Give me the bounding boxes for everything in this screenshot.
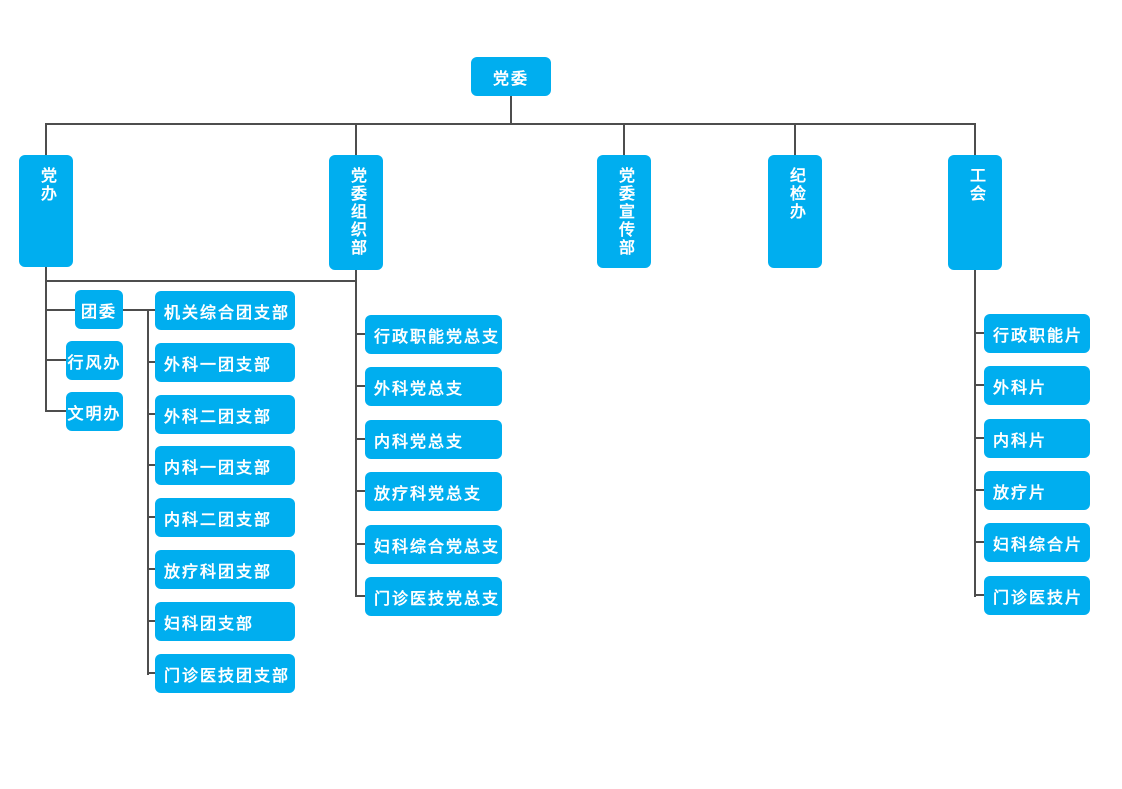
node-party-branch-gynecology: 妇科综合党总支 — [365, 525, 502, 564]
node-union-section-surgery: 外科片 — [984, 366, 1090, 405]
node-work-style-office: 行风办 — [66, 341, 123, 380]
node-party-committee: 党委 — [471, 57, 551, 96]
node-civilization-office: 文明办 — [66, 392, 123, 431]
node-discipline-inspection-office: 纪检办 — [768, 155, 822, 268]
connector-drop-party-office — [45, 124, 47, 155]
connector-stub-party-branch — [355, 490, 366, 492]
node-league-branch-general: 机关综合团支部 — [155, 291, 295, 330]
connector-stub-union-section — [974, 437, 985, 439]
connector-stub-union-section — [974, 489, 985, 491]
node-union-section-outpatient: 门诊医技片 — [984, 576, 1090, 615]
connector-stub-party-branch — [355, 385, 366, 387]
connector-stub-league-branch — [147, 413, 156, 415]
connector-union-spine — [974, 270, 976, 597]
node-propaganda-dept: 党委宣传部 — [597, 155, 651, 268]
connector-stub-youth-league — [46, 309, 75, 311]
connector-youth-league-to-branches — [123, 309, 155, 311]
connector-drop-labor-union — [974, 124, 976, 155]
node-org-dept: 党委组织部 — [329, 155, 383, 270]
connector-stub-league-branch — [147, 620, 156, 622]
connector-stub-party-branch — [355, 438, 366, 440]
node-union-section-internal: 内科片 — [984, 419, 1090, 458]
connector-stub-union-section — [974, 594, 985, 596]
node-label: 党委宣传部 — [616, 167, 633, 257]
connector-stub-union-section — [974, 332, 985, 334]
node-league-branch-internal-1: 内科一团支部 — [155, 446, 295, 485]
node-union-section-radiotherapy: 放疗片 — [984, 471, 1090, 510]
node-party-branch-outpatient: 门诊医技党总支 — [365, 577, 502, 616]
node-union-section-gynecology: 妇科综合片 — [984, 523, 1090, 562]
node-league-branch-gynecology: 妇科团支部 — [155, 602, 295, 641]
connector-stub-civilization — [46, 410, 66, 412]
node-party-branch-surgery: 外科党总支 — [365, 367, 502, 406]
connector-stub-league-branch — [147, 568, 156, 570]
connector-stub-league-branch — [147, 672, 156, 674]
connector-main-bar — [45, 123, 976, 125]
connector-root-riser — [510, 96, 512, 124]
connector-stub-party-branch — [355, 333, 366, 335]
node-label: 工会 — [967, 167, 984, 203]
node-party-office: 党办 — [19, 155, 73, 267]
node-league-branch-outpatient: 门诊医技团支部 — [155, 654, 295, 693]
connector-drop-propaganda-dept — [623, 124, 625, 155]
node-league-branch-internal-2: 内科二团支部 — [155, 498, 295, 537]
node-party-branch-internal: 内科党总支 — [365, 420, 502, 459]
connector-stub-league-branch — [147, 464, 156, 466]
connector-stub-league-branch — [147, 516, 156, 518]
node-party-branch-radiotherapy: 放疗科党总支 — [365, 472, 502, 511]
connector-org-dept-spine — [355, 270, 357, 597]
connector-stub-union-section — [974, 541, 985, 543]
node-label: 党委组织部 — [348, 167, 365, 257]
connector-stub-union-section — [974, 384, 985, 386]
node-party-branch-admin: 行政职能党总支 — [365, 315, 502, 354]
node-label: 纪检办 — [787, 167, 804, 221]
node-league-branch-surgery-1: 外科一团支部 — [155, 343, 295, 382]
connector-drop-discipline-office — [794, 124, 796, 155]
connector-stub-party-branch — [355, 595, 366, 597]
connector-stub-work-style — [46, 359, 66, 361]
connector-drop-org-dept — [355, 124, 357, 155]
node-union-section-admin: 行政职能片 — [984, 314, 1090, 353]
node-league-branch-surgery-2: 外科二团支部 — [155, 395, 295, 434]
connector-cross-bar — [45, 280, 357, 282]
connector-party-office-spine — [45, 267, 47, 412]
node-label: 党办 — [38, 167, 55, 203]
node-labor-union: 工会 — [948, 155, 1002, 270]
connector-stub-league-branch — [147, 361, 156, 363]
connector-league-branch-spine — [147, 309, 149, 675]
connector-stub-party-branch — [355, 543, 366, 545]
node-league-branch-radiotherapy: 放疗科团支部 — [155, 550, 295, 589]
node-youth-league-committee: 团委 — [75, 290, 123, 329]
